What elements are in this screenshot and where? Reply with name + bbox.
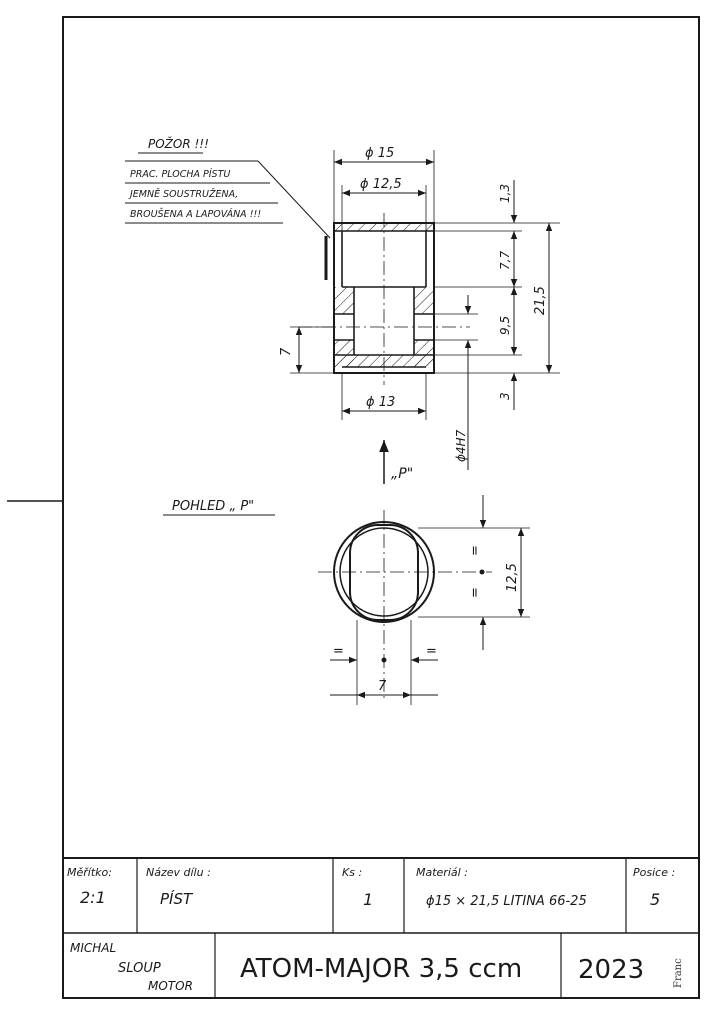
piston-top-view: 12,5 = = 7 = =: [318, 495, 530, 705]
dim-view-7: 7: [378, 679, 387, 694]
scale-label: Měřítko:: [67, 866, 112, 879]
author-line-2: SLOUP: [118, 961, 161, 976]
title-block: Měřítko: 2:1 Název dílu : PÍST Ks : 1 Ma…: [63, 857, 699, 998]
dim-d15: ϕ 15: [365, 146, 394, 161]
scale-value: 2:1: [80, 888, 106, 907]
dim-view-12-5: 12,5: [505, 563, 520, 592]
view-title: POHLED „ P": [172, 499, 254, 514]
part-name-label: Název dílu :: [146, 866, 211, 879]
author-line-3: MOTOR: [148, 979, 193, 993]
qty-label: Ks :: [342, 866, 362, 879]
view-arrow-label: „P": [391, 466, 413, 482]
note-line-1: PRAC. PLOCHA PÍSTU: [130, 168, 230, 180]
dim-h1-3: 1,3: [498, 184, 512, 203]
dim-h21-5: 21,5: [533, 286, 548, 315]
drawing-year: 2023: [578, 955, 644, 985]
dim-d4h7: ϕ4H7: [454, 429, 468, 462]
signature: Franc: [673, 958, 684, 988]
part-name-value: PÍST: [160, 889, 194, 908]
project-title: ATOM-MAJOR 3,5 ccm: [240, 954, 522, 984]
equal-left: =: [333, 644, 344, 659]
dim-h3: 3: [498, 392, 512, 400]
material-value: ϕ15 × 21,5 LITINA 66-25: [426, 894, 587, 909]
piston-section-view: ϕ 15 ϕ 12,5 ϕ 13 7 ϕ4H7 1,3 7,7 9,5 3: [279, 146, 560, 470]
equal-right: =: [426, 644, 437, 659]
material-label: Materiál :: [416, 866, 468, 879]
position-label: Posice :: [633, 866, 675, 879]
warning-title: POŽOR !!!: [148, 136, 209, 151]
note-line-3: BROUŠENA A LAPOVÁNA !!!: [130, 208, 261, 220]
qty-value: 1: [363, 890, 373, 909]
dim-h7-7: 7,7: [498, 251, 512, 270]
dim-h7-left: 7: [279, 347, 294, 356]
dim-d13: ϕ 13: [366, 395, 395, 410]
author-line-1: MICHAL: [70, 941, 116, 955]
view-arrow-p: „P": [379, 440, 413, 484]
note-line-2: JEMNĚ SOUSTRUŽENA,: [128, 188, 238, 200]
warning-notes: POŽOR !!! PRAC. PLOCHA PÍSTU JEMNĚ SOUST…: [125, 136, 331, 280]
dim-d12-5: ϕ 12,5: [360, 177, 402, 192]
note-leader: [257, 160, 331, 239]
equal-top: =: [468, 545, 483, 556]
position-value: 5: [650, 890, 660, 909]
dim-h9-5: 9,5: [498, 316, 512, 335]
sheet-frame: [62, 16, 700, 999]
equal-bottom: =: [468, 587, 483, 598]
